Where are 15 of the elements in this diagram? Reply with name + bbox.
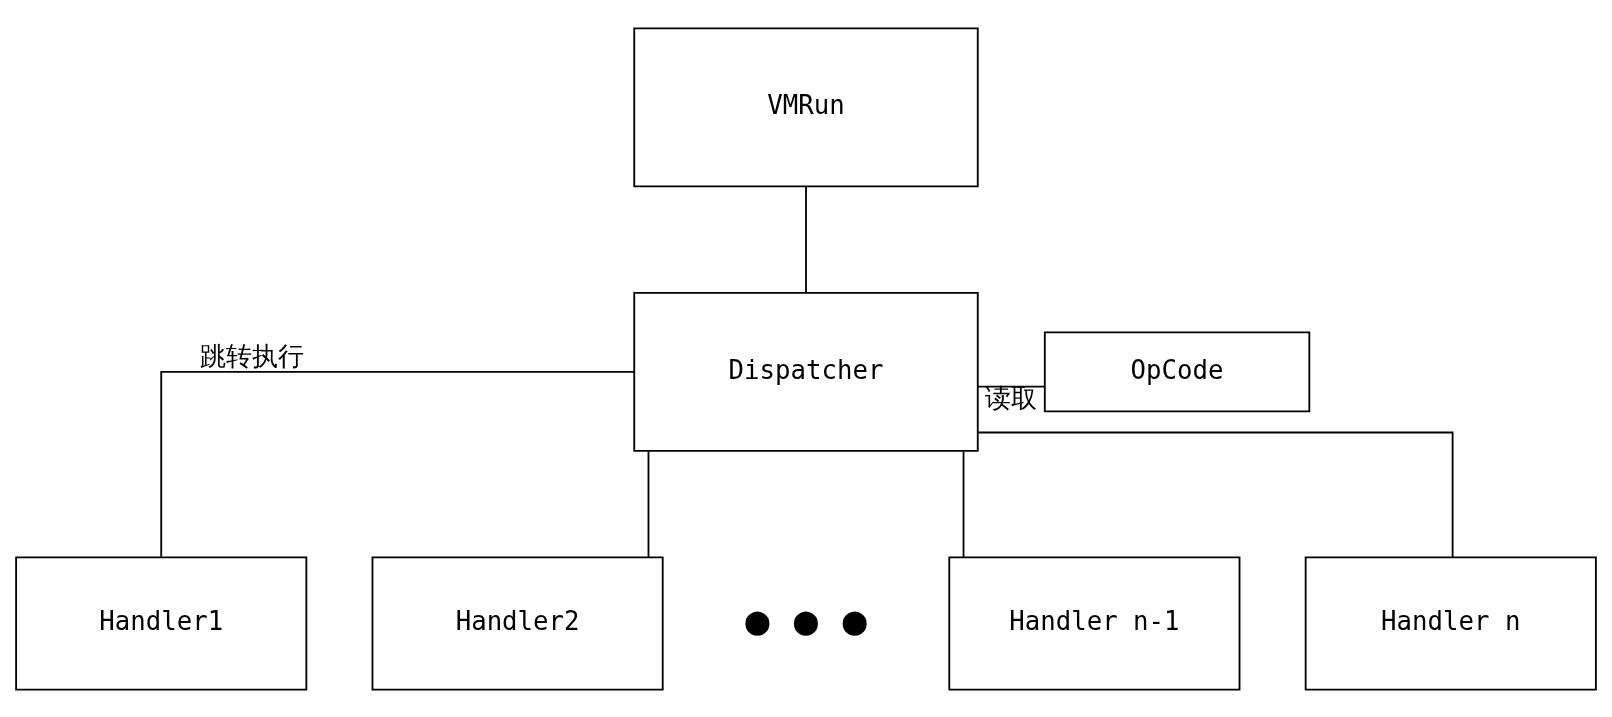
edge-label: 读取 bbox=[985, 382, 1038, 413]
connector bbox=[160, 370, 635, 558]
connector bbox=[805, 185, 807, 293]
node-box: Handler n bbox=[1304, 555, 1597, 691]
node-box: Handler2 bbox=[371, 555, 664, 691]
node-box: VMRun bbox=[633, 26, 979, 187]
edge-label: 跳转执行 bbox=[199, 340, 304, 371]
node-box: Dispatcher bbox=[633, 291, 979, 452]
node-box: Handler1 bbox=[15, 555, 308, 691]
connector bbox=[647, 450, 650, 558]
connector bbox=[962, 450, 965, 558]
node-box: OpCode bbox=[1043, 330, 1311, 412]
label: ● ● ● bbox=[745, 595, 867, 644]
node-box: Handler n-1 bbox=[948, 555, 1241, 691]
connector bbox=[977, 431, 1454, 558]
